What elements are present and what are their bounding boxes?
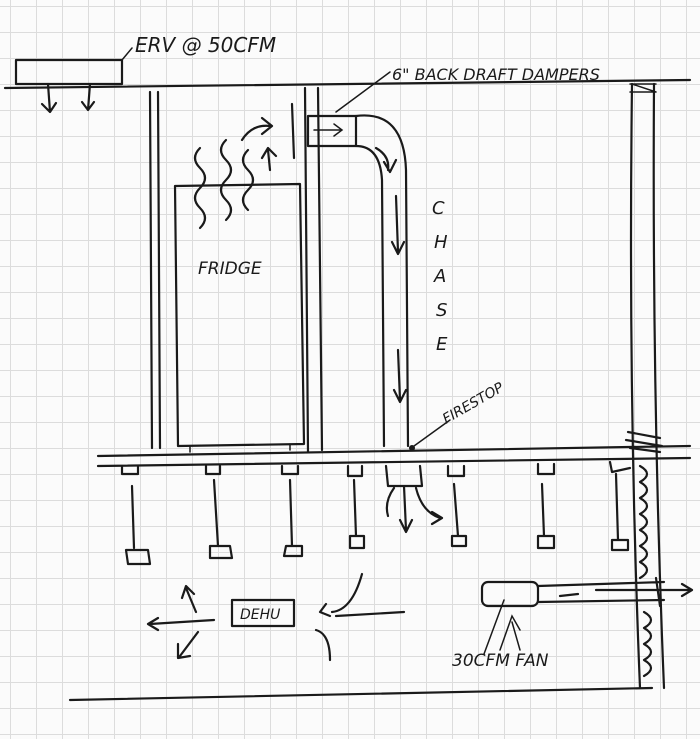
exhaust-fan bbox=[480, 576, 694, 655]
return-airflow-arrows bbox=[314, 572, 406, 662]
wall-top-cap bbox=[629, 83, 657, 93]
backdraft-damper bbox=[290, 102, 358, 160]
dampers-label: 6" BACK DRAFT DAMPERS bbox=[392, 65, 600, 84]
erv-label: ERV @ 50CFM bbox=[135, 33, 276, 57]
chase-letter: S bbox=[436, 300, 447, 321]
wall-firestop bbox=[624, 430, 664, 454]
duct-arrow bbox=[390, 194, 406, 256]
damper-leader-line bbox=[335, 71, 391, 113]
floor-deck bbox=[96, 444, 692, 468]
heat-wave-icon bbox=[219, 138, 233, 222]
insulation-icon bbox=[638, 464, 653, 678]
cabinet-wall-left bbox=[148, 90, 162, 450]
floor-joists bbox=[120, 460, 632, 566]
firestop-label: FIRESTOP bbox=[440, 380, 507, 428]
heat-wave-icon bbox=[193, 146, 207, 230]
duct-arrow bbox=[374, 146, 398, 174]
exterior-wall bbox=[629, 82, 666, 690]
dehu-label: DEHU bbox=[240, 607, 280, 623]
chase-outlet-airflow bbox=[384, 464, 444, 534]
fan-label: 30CFM FAN bbox=[452, 651, 549, 671]
basement-floor-line bbox=[68, 686, 654, 702]
dehu-airflow-arrows bbox=[146, 584, 216, 660]
dehumidifier bbox=[230, 598, 296, 628]
chase-duct bbox=[354, 114, 410, 448]
chase-letter: H bbox=[434, 232, 448, 253]
duct-arrow bbox=[392, 348, 408, 404]
fridge-feet bbox=[189, 443, 291, 453]
ceiling-line bbox=[3, 78, 692, 90]
fridge-label: FRIDGE bbox=[198, 259, 262, 279]
chase-label: C H A S E bbox=[432, 198, 448, 355]
chase-letter: E bbox=[436, 334, 448, 355]
chase-letter: C bbox=[432, 198, 445, 219]
airflow-arrows bbox=[240, 116, 278, 172]
chase-letter: A bbox=[433, 266, 446, 287]
cabinet-wall-right bbox=[303, 86, 324, 454]
fridge bbox=[173, 182, 306, 448]
erv-unit bbox=[14, 47, 133, 114]
heat-wave-icon bbox=[241, 148, 255, 212]
firestop-leader-line bbox=[413, 419, 451, 447]
firestop-point bbox=[409, 445, 415, 451]
